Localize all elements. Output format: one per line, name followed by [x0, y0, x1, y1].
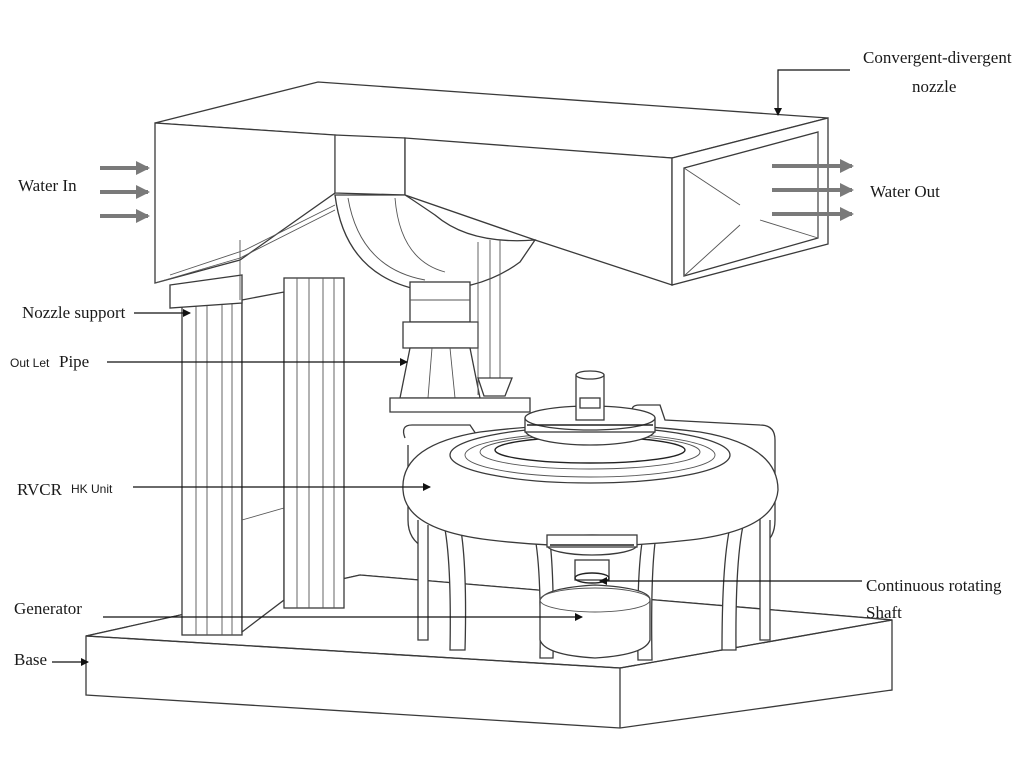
convergent-divergent-nozzle	[154, 81, 829, 300]
leader-lines	[52, 69, 862, 666]
nozzle-label-line1: Convergent-divergent	[863, 48, 1012, 67]
generator-label: Generator	[14, 599, 82, 618]
rvcr-unit	[402, 370, 779, 661]
outlet-pipe	[389, 240, 531, 413]
shaft-label-line2: Shaft	[866, 603, 902, 622]
base-label: Base	[14, 650, 47, 669]
outlet-pipe-label-small: Out Let	[10, 356, 50, 370]
water-out-label: Water Out	[870, 182, 940, 201]
nozzle-support-columns	[169, 274, 345, 636]
rvcr-label-small: HK Unit	[71, 482, 113, 496]
generator	[539, 584, 651, 659]
water-out-arrows	[772, 159, 854, 221]
water-in-label: Water In	[18, 176, 77, 195]
rvcr-label-large: RVCR	[17, 480, 63, 499]
nozzle-label-line2: nozzle	[912, 77, 956, 96]
outlet-pipe-label-large: Pipe	[59, 352, 89, 371]
water-in-arrows	[100, 161, 150, 223]
shaft-label-line1: Continuous rotating	[866, 576, 1002, 595]
nozzle-support-label: Nozzle support	[22, 303, 126, 322]
